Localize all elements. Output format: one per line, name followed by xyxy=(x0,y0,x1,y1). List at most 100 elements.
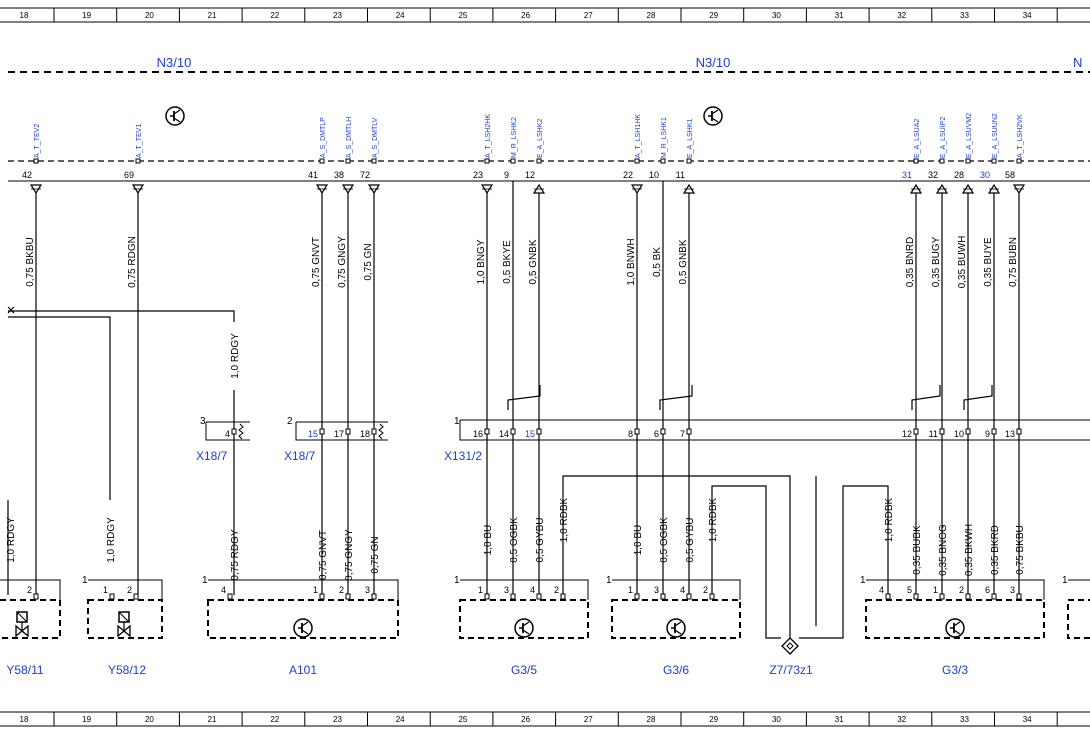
component-pin xyxy=(133,593,139,600)
component-number: 1 xyxy=(860,575,866,586)
component-pin xyxy=(965,593,971,600)
grid-column-label: 29 xyxy=(709,715,718,724)
grid-column-label: 20 xyxy=(145,11,154,20)
routing-lines xyxy=(7,306,993,639)
component-pin-number: 1 xyxy=(933,585,938,595)
wire-label: 1,0 RDGY xyxy=(6,517,17,563)
component-housing xyxy=(1068,579,1090,581)
grid-column-label: 21 xyxy=(208,715,217,724)
grid-column-label: 31 xyxy=(835,11,844,20)
component-pin xyxy=(885,593,891,600)
connector-pin xyxy=(484,428,490,435)
component-number: 1 xyxy=(202,575,208,586)
transistor-icon xyxy=(514,618,534,638)
wire-label: 0,35 BKWH xyxy=(964,524,975,576)
connector-housing xyxy=(459,420,1090,441)
component-body xyxy=(611,599,741,639)
connector-pin-number: 4 xyxy=(225,429,230,439)
wire-label: 0,75 GN xyxy=(363,243,374,280)
component-pin-number: 2 xyxy=(127,585,132,595)
grid-column-label: 22 xyxy=(270,715,279,724)
connector-pin-number: 16 xyxy=(473,429,483,439)
grid-column-label: 28 xyxy=(647,715,656,724)
component-label: Y58/12 xyxy=(108,663,146,677)
wire-label: 0,35 BUGY xyxy=(931,236,942,287)
connector-pin-number: 15 xyxy=(525,429,535,439)
wire-label: 0,75 GNVT xyxy=(311,237,322,287)
component-pin-number: 2 xyxy=(959,585,964,595)
component-pin xyxy=(991,593,997,600)
component-label: A101 xyxy=(289,663,317,677)
connector-pin xyxy=(686,428,692,435)
connector-pin-number: 13 xyxy=(1005,429,1015,439)
pin-terminal xyxy=(939,158,945,164)
component-pin-number: 1 xyxy=(478,585,483,595)
pin-terminal xyxy=(686,158,692,164)
component-pin xyxy=(1016,593,1022,600)
transistor-icon xyxy=(703,106,723,126)
component-pin xyxy=(660,593,666,600)
component-pin xyxy=(709,593,715,600)
connector-pin-number: 15 xyxy=(308,429,318,439)
pin-header-band xyxy=(8,160,1090,182)
component-pin xyxy=(939,593,945,600)
pin-terminal xyxy=(484,158,490,164)
component-pin xyxy=(109,593,115,600)
component-pin-number: 3 xyxy=(1010,585,1015,595)
wire-label: 0,5 OGBK xyxy=(509,517,520,563)
shield-symbol-icon xyxy=(238,423,244,440)
signal-name: A_T_LSH2HK xyxy=(485,114,492,158)
connector-pin xyxy=(913,428,919,435)
component-number: 1 xyxy=(606,575,612,586)
signal-name: E_A_LSUVM2 xyxy=(966,113,973,158)
connector-number: 2 xyxy=(287,416,293,427)
pin-terminal xyxy=(1016,158,1022,164)
grid-column-label: 32 xyxy=(897,715,906,724)
solenoid-valve-icon xyxy=(117,611,131,638)
connector-pin-number: 14 xyxy=(499,429,509,439)
component-housing xyxy=(208,579,399,600)
connector-pin xyxy=(1016,428,1022,435)
pin-number: 9 xyxy=(504,170,509,180)
signal-name: E_A_LSUA2 xyxy=(914,119,921,158)
component-pin-number: 4 xyxy=(680,585,685,595)
component-pin-number: 2 xyxy=(339,585,344,595)
grid-column-label: 32 xyxy=(897,11,906,20)
control-unit-label: N3/10 xyxy=(696,55,731,70)
wire-label: 0,5 GNBK xyxy=(678,239,689,284)
pin-number: 31 xyxy=(902,170,912,180)
transistor-icon xyxy=(666,618,686,638)
wire-label: 0,5 GYBU xyxy=(535,517,546,562)
pin-terminal xyxy=(345,158,351,164)
connector-pin-number: 17 xyxy=(334,429,344,439)
connector-number: 1 xyxy=(454,416,460,427)
pin-number: 30 xyxy=(980,170,990,180)
grid-column-label: 31 xyxy=(835,715,844,724)
pin-terminal xyxy=(913,158,919,164)
wire-label: 1,0 RDBK xyxy=(884,497,895,542)
component-pin-number: 1 xyxy=(628,585,633,595)
pin-terminal xyxy=(965,158,971,164)
grid-column-label: 30 xyxy=(772,715,781,724)
grid-column-label: 24 xyxy=(396,715,405,724)
wire-label: 0,75 GNGY xyxy=(337,236,348,288)
component-pin xyxy=(913,593,919,600)
grid-column-label: 19 xyxy=(82,715,91,724)
component-body xyxy=(865,599,1045,639)
grid-column-label: 26 xyxy=(521,715,530,724)
component-housing xyxy=(88,579,163,600)
component-label: G3/5 xyxy=(511,663,537,677)
wire-label: 1,0 BU xyxy=(483,525,494,556)
wire-label: 0,75 BUBN xyxy=(1008,237,1019,287)
component-pin-number: 4 xyxy=(530,585,535,595)
signal-name: A_S_DMTLP xyxy=(320,117,327,158)
connector-pin xyxy=(319,428,325,435)
